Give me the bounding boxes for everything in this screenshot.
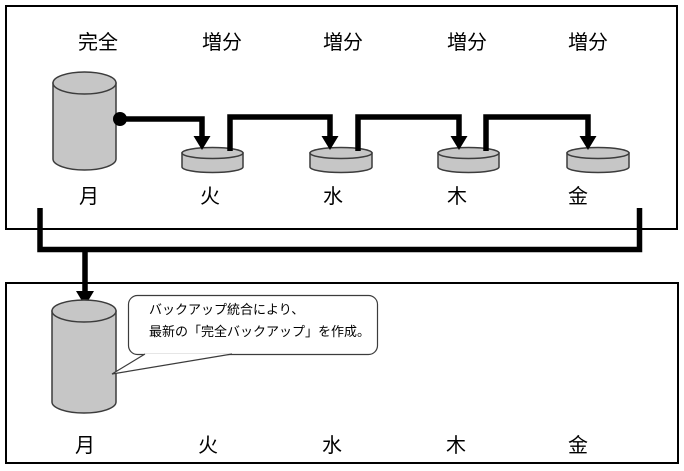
week2-day-label-thu: 木: [446, 433, 466, 457]
cylinder-top: [566, 146, 630, 160]
label-backup-type-incremental-thu: 増分: [447, 30, 487, 54]
down-arrow-icon: [76, 291, 94, 306]
cylinder-top: [309, 146, 373, 160]
cylinder-top: [52, 71, 117, 95]
week1-day-label-thu: 木: [447, 184, 467, 208]
incremental-cylinder-wed-icon: [309, 146, 373, 174]
down-arrow-icon: [579, 136, 597, 150]
week1-day-label-tue: 火: [200, 184, 220, 208]
callout-bubble: [111, 294, 379, 375]
label-backup-type-incremental-tue: 増分: [202, 30, 242, 54]
cylinder-top: [181, 146, 244, 160]
week2-day-label-wed: 水: [322, 433, 342, 457]
down-arrow-icon: [450, 136, 468, 150]
label-backup-type-incremental-wed: 増分: [323, 30, 363, 54]
incremental-cylinder-tue-icon: [181, 146, 244, 174]
callout-line-2: 最新の「完全バックアップ」を作成。: [149, 325, 371, 340]
week2-day-label-fri: 金: [568, 433, 588, 457]
consolidated-full-backup-cylinder-icon: [51, 299, 117, 414]
down-arrow-icon: [321, 136, 339, 150]
callout-text: バックアップ統合により、 最新の「完全バックアップ」を作成。: [149, 300, 370, 344]
callout-line-1: バックアップ統合により、: [149, 303, 305, 318]
connector-tue-to-wed: [227, 114, 339, 151]
week1-day-label-mon: 月: [79, 184, 99, 208]
connector-mon-to-tue: [120, 116, 211, 150]
consolidation-bracket: [37, 208, 643, 306]
callout-tail: [111, 353, 233, 375]
cylinder-body: [52, 82, 117, 171]
label-backup-type-full: 完全: [78, 30, 118, 54]
cylinder-top: [437, 146, 500, 160]
callout-body: [127, 294, 379, 356]
week1-day-label-fri: 金: [568, 184, 588, 208]
connector-thu-to-fri: [483, 114, 597, 151]
down-arrow-icon: [193, 136, 211, 150]
full-backup-cylinder-icon: [52, 71, 117, 171]
incremental-cylinder-fri-icon: [566, 146, 630, 174]
label-backup-type-incremental-fri: 増分: [568, 30, 608, 54]
cylinder-body: [51, 310, 117, 414]
incremental-cylinder-thu-icon: [437, 146, 500, 174]
week2-day-label-mon: 月: [75, 433, 95, 457]
cylinder-top: [51, 299, 117, 323]
week1-day-label-wed: 水: [323, 184, 343, 208]
connector-wed-to-thu: [355, 114, 468, 151]
week2-day-label-tue: 火: [198, 433, 218, 457]
